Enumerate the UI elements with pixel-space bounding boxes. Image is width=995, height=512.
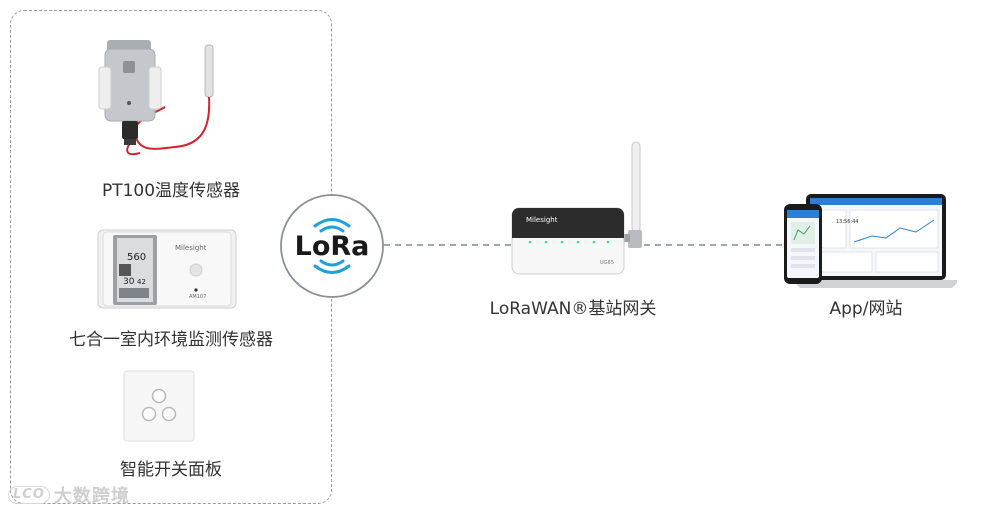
gateway-brand: Milesight (526, 216, 558, 224)
am107-sensor-image: 560 30 42 Milesight AM107 (97, 229, 237, 309)
gateway-model: UG65 (600, 260, 614, 266)
am107-model: AM107 (189, 294, 206, 300)
smart-switch-label: 智能开关面板 (120, 460, 222, 480)
am107-label: 七合一室内环境监测传感器 (69, 330, 273, 350)
smart-switch-image (123, 370, 195, 442)
wave-icon (313, 218, 351, 228)
pt100-sensor-image (98, 40, 214, 156)
am107-temp-value: 30 (123, 277, 135, 287)
am107-co2-value: 560 (127, 252, 146, 263)
lora-text: LoRa (295, 231, 370, 262)
app-devices-image: 13:56:44 (784, 194, 957, 288)
gateway-label: LoRaWAN®基站网关 (489, 299, 657, 319)
watermark: LCO 大数跨境 (8, 482, 130, 508)
lora-badge: LoRa (280, 194, 384, 298)
phone-time: 13:56:44 (836, 219, 858, 225)
pt100-label: PT100温度传感器 (101, 181, 241, 201)
am107-brand: Milesight (175, 244, 207, 252)
watermark-text: 大数跨境 (53, 486, 130, 507)
watermark-logo-icon: LCO (8, 486, 50, 504)
gateway-image: Milesight UG65 (511, 141, 642, 275)
am107-hum-value: 42 (137, 278, 146, 286)
app-label: App/网站 (829, 299, 903, 319)
